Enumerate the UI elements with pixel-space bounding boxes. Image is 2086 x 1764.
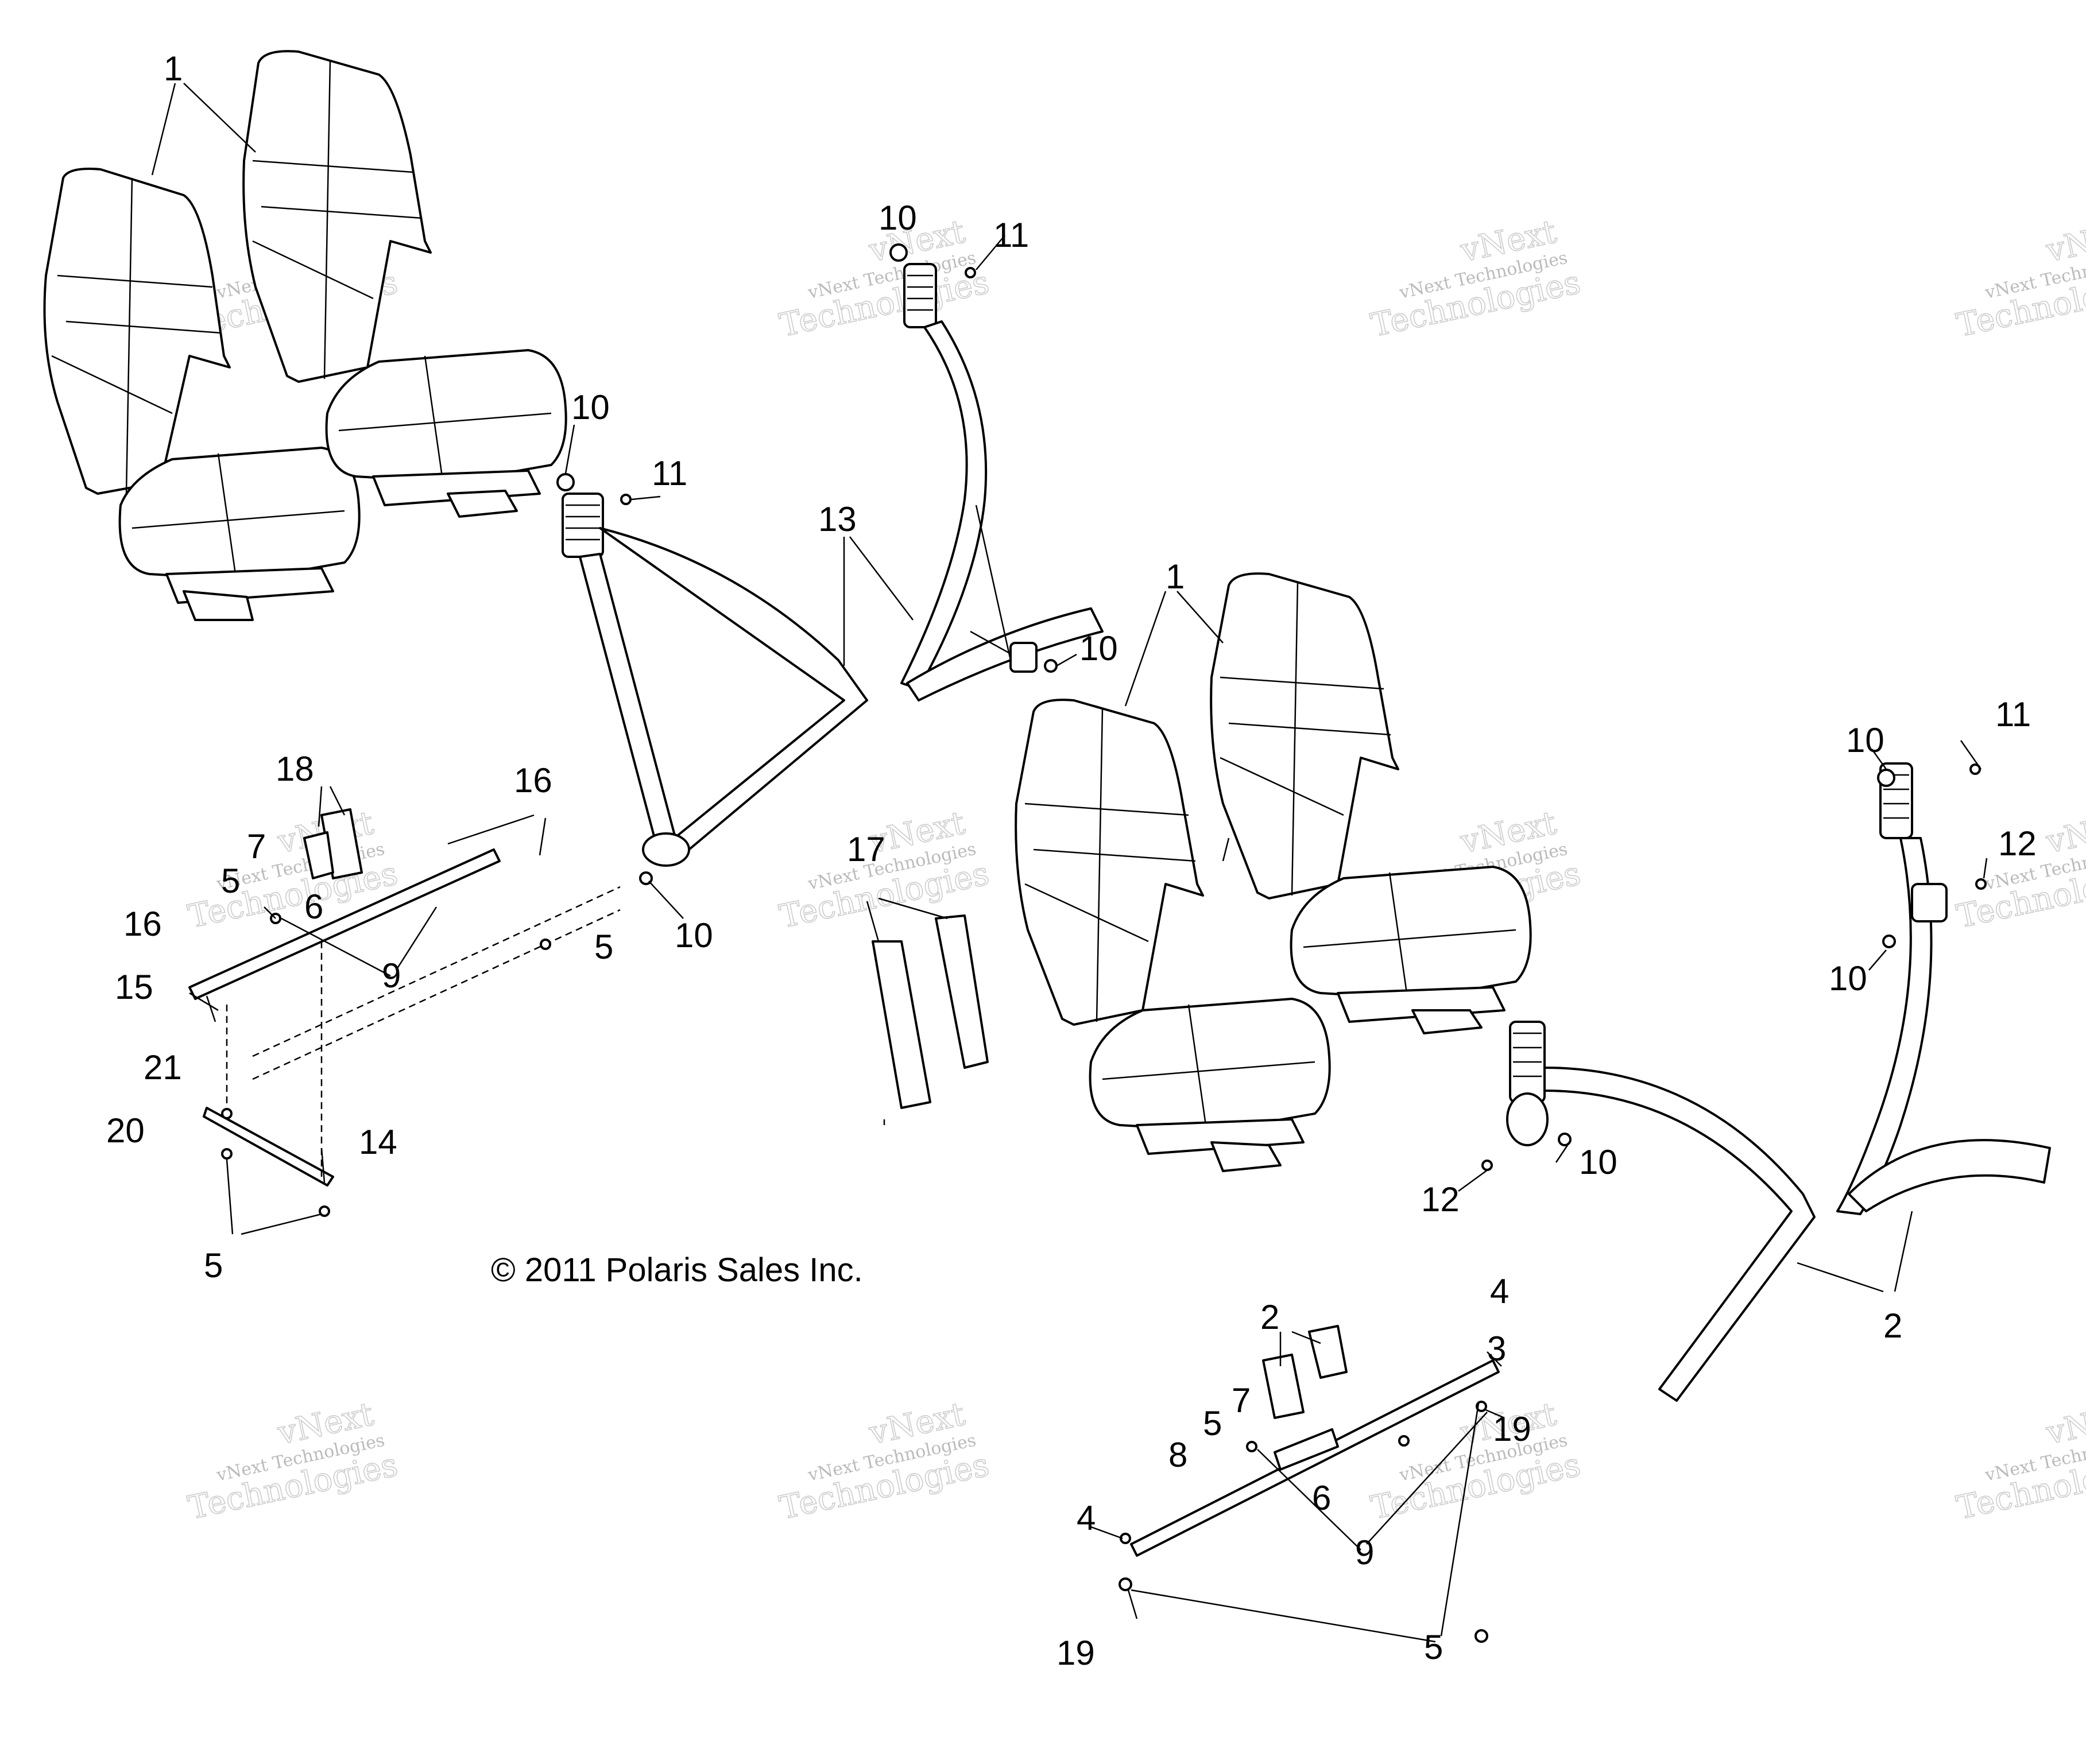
nut <box>1119 1577 1132 1591</box>
callout-10: 10 <box>1079 629 1118 668</box>
callout-10: 10 <box>1846 721 1884 759</box>
seat-belt-upper <box>562 263 1104 867</box>
callout-5: 5 <box>594 928 613 966</box>
bracket-left <box>188 808 621 1187</box>
callout-16: 16 <box>514 761 552 800</box>
nut <box>319 1205 330 1217</box>
callout-15: 15 <box>115 968 153 1006</box>
callout-1: 1 <box>1166 557 1185 596</box>
watermark: vNext vNext Technologies Technologies <box>184 1395 401 1527</box>
nut <box>221 1148 233 1160</box>
callout-11: 11 <box>993 216 1029 254</box>
callout-17: 17 <box>847 830 885 869</box>
callout-1: 1 <box>164 49 183 88</box>
callout-10: 10 <box>878 199 917 237</box>
watermark-big-1: vNext <box>2042 804 2086 861</box>
washer <box>1877 769 1895 787</box>
seat-upper-left-rear <box>242 50 567 518</box>
callout-2: 2 <box>1260 1298 1279 1336</box>
callout-19: 19 <box>1493 1410 1531 1448</box>
callout-5: 5 <box>204 1246 223 1285</box>
callout-11: 11 <box>652 454 687 493</box>
nut <box>1474 1629 1488 1643</box>
callout-10: 10 <box>675 916 713 955</box>
callout-9: 9 <box>1355 1533 1374 1572</box>
bolt <box>620 494 632 505</box>
callout-7: 7 <box>1232 1381 1251 1420</box>
leader-lines <box>151 83 1988 1643</box>
bolt <box>1969 763 1981 775</box>
callout-20: 20 <box>106 1111 145 1150</box>
bolt <box>1481 1160 1493 1171</box>
callout-10: 10 <box>571 388 610 427</box>
callout-13: 13 <box>818 500 857 538</box>
callout-9: 9 <box>382 956 401 995</box>
watermark-big-1: vNext <box>2042 213 2086 270</box>
callout-14: 14 <box>359 1123 397 1161</box>
callout-21: 21 <box>144 1048 182 1087</box>
watermark: vNext vNext Technologies Technologies <box>1953 804 2086 936</box>
callout-18: 18 <box>276 750 314 788</box>
nut <box>540 939 551 950</box>
seat-center-rear <box>1210 572 1532 1034</box>
nut <box>1558 1133 1572 1146</box>
callout-7: 7 <box>247 827 266 866</box>
callout-11: 11 <box>1995 695 2031 734</box>
seat-upper-left-front <box>43 168 361 621</box>
watermark: vNext vNext Technologies Technologies <box>776 1395 993 1527</box>
callout-8: 8 <box>1168 1436 1187 1474</box>
bolt <box>965 267 976 278</box>
nut <box>1044 659 1058 673</box>
callout-19: 19 <box>1056 1634 1095 1672</box>
nut <box>1882 935 1896 948</box>
callout-10: 10 <box>1829 959 1867 998</box>
callout-2: 2 <box>1883 1306 1902 1345</box>
callout-3: 3 <box>1487 1329 1506 1368</box>
watermark: vNext vNext Technologies Technologies <box>1367 212 1584 345</box>
callout-5: 5 <box>1424 1628 1443 1666</box>
callout-12: 12 <box>1421 1180 1460 1219</box>
callout-16: 16 <box>123 905 162 943</box>
seat-center-front <box>1015 699 1331 1172</box>
watermark-big-1: vNext <box>2042 1395 2086 1452</box>
callout-6: 6 <box>1312 1479 1331 1517</box>
callout-4: 4 <box>1490 1272 1509 1311</box>
bracket-lower-right <box>1130 1325 1500 1557</box>
seat-belt-lower <box>1506 762 2051 1402</box>
nut <box>221 1108 233 1119</box>
callout-5: 5 <box>1203 1404 1222 1443</box>
bolt <box>1975 878 1987 890</box>
washer <box>889 243 908 262</box>
callout-5: 5 <box>221 862 240 900</box>
nut <box>1246 1441 1257 1452</box>
washer <box>556 473 575 491</box>
watermark: vNext vNext Technologies Technologies <box>1953 1395 2086 1527</box>
copyright-notice: © 2011 Polaris Sales Inc. <box>491 1251 863 1289</box>
callouts: 1 1 2 2 3 4 4 5 5 5 5 5 6 6 7 7 8 9 9 10… <box>106 49 2037 1672</box>
callout-10: 10 <box>1579 1143 1617 1181</box>
callout-12: 12 <box>1998 824 2037 863</box>
pads <box>872 914 989 1109</box>
watermark: vNext vNext Technologies Technologies <box>1953 212 2086 345</box>
nut <box>1398 1435 1410 1447</box>
callout-4: 4 <box>1077 1499 1096 1537</box>
callout-6: 6 <box>304 887 323 926</box>
